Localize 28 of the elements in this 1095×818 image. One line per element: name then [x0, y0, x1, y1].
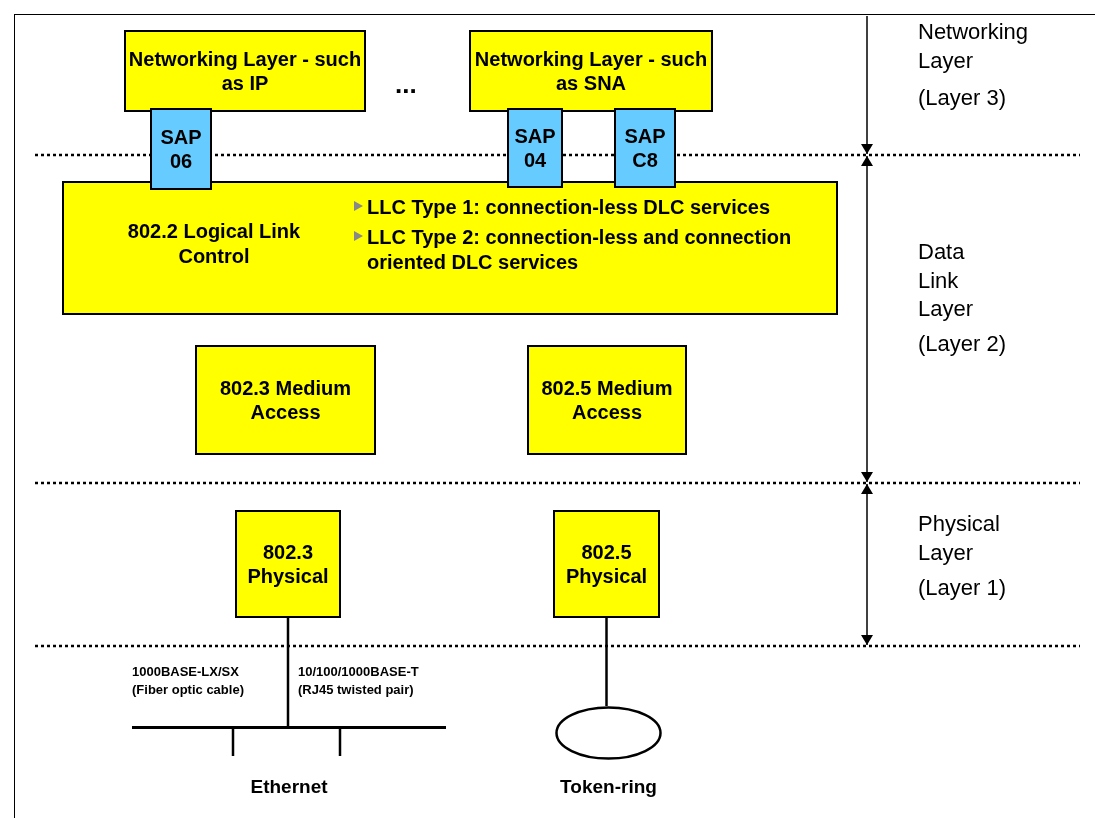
layer-label: Physical Layer: [918, 510, 1001, 567]
connector-line: [286, 618, 290, 726]
bullet-text: LLC Type 2: connection-less and connection oriented DLC services: [367, 225, 793, 275]
bullet-text: LLC Type 1: connection-less DLC services: [367, 195, 771, 220]
layer-label: (Layer 2): [918, 330, 1007, 358]
ellipsis: ...: [395, 68, 417, 101]
layer-box: 802.3 Physical: [235, 510, 341, 618]
network-name: Token-ring: [560, 776, 657, 798]
cable-label: 1000BASE-LX/SX: [132, 664, 239, 681]
sap-box: SAP 04: [507, 108, 563, 188]
layer-label: (Layer 3): [918, 84, 1007, 112]
llc-box: [62, 181, 838, 315]
sap-box: SAP 06: [150, 108, 212, 190]
layer-box: 802.5 Medium Access: [527, 345, 687, 455]
cable-label: (Fiber optic cable): [132, 682, 244, 699]
connector-line: [605, 618, 608, 706]
layer-label: Data Link Layer: [918, 238, 975, 324]
layer-box: 802.5 Physical: [553, 510, 660, 618]
layer-box: 802.3 Medium Access: [195, 345, 376, 455]
layer-label: Networking Layer: [918, 18, 1030, 75]
cable-label: 10/100/1000BASE-T: [298, 664, 419, 681]
layer-label: (Layer 1): [918, 574, 1007, 602]
layer-box: Networking Layer - such as IP: [124, 30, 366, 112]
sap-box: SAP C8: [614, 108, 676, 188]
network-name: Ethernet: [250, 776, 328, 798]
layer-box: Networking Layer - such as SNA: [469, 30, 713, 112]
box-title: 802.2 Logical Link Control: [126, 219, 302, 269]
cable-label: (RJ45 twisted pair): [298, 682, 414, 699]
